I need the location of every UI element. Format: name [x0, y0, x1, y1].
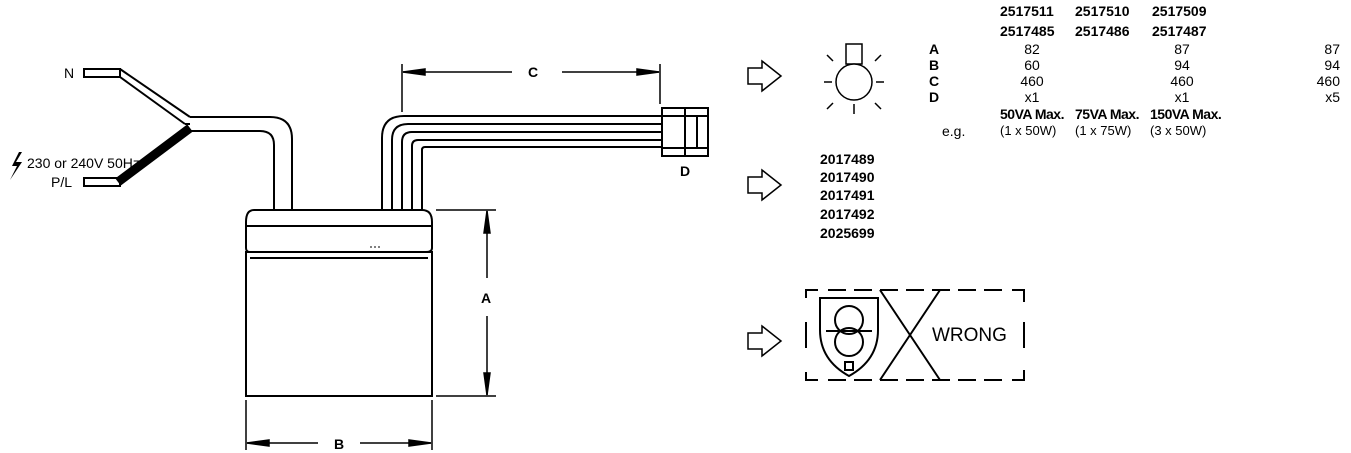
- arrow-icon: [747, 324, 783, 358]
- row-label-a: A: [929, 41, 940, 57]
- table-cell: x1: [1174, 89, 1190, 105]
- table-cell: 94: [1324, 57, 1340, 73]
- lightning-bolt-icon: [10, 152, 22, 180]
- rating-label: 50VA Max.: [1000, 106, 1064, 122]
- list-item: 2017491: [820, 187, 875, 203]
- model-code: 2517511: [1000, 3, 1054, 19]
- model-code: 2517509: [1152, 3, 1207, 19]
- row-label-c: C: [929, 73, 940, 89]
- rating-label: 150VA Max.: [1150, 106, 1222, 122]
- rating-label: 75VA Max.: [1075, 106, 1139, 122]
- table-cell: 60: [1024, 57, 1040, 73]
- supply-voltage-label: 230 or 240V 50Hz: [27, 155, 140, 171]
- arrow-icon: [747, 59, 783, 93]
- output-connector: [661, 107, 709, 157]
- list-item: 2017492: [820, 206, 875, 222]
- model-code: 2517486: [1075, 23, 1130, 39]
- table-cell: 87: [1174, 41, 1190, 57]
- warning-panel: [805, 289, 1025, 381]
- wrong-label: WRONG: [930, 325, 1009, 346]
- list-item: 2017490: [820, 169, 875, 185]
- lamp-icon: [824, 43, 884, 114]
- table-cell: 460: [1020, 73, 1044, 89]
- neutral-label: N: [64, 65, 75, 81]
- output-cable: [381, 115, 662, 210]
- table-cell: x1: [1024, 89, 1040, 105]
- model-code: 2517487: [1152, 23, 1207, 39]
- model-code: 2517510: [1075, 3, 1130, 19]
- list-item: 2025699: [820, 225, 875, 241]
- example-label: e.g.: [942, 123, 966, 139]
- pointer-arrows: [747, 59, 783, 358]
- table-cell: 460: [1170, 73, 1194, 89]
- transformer-symbol-icon: [819, 297, 879, 378]
- dimension-d-label: D: [680, 163, 691, 179]
- input-leads: [83, 68, 293, 210]
- dimension-lines: [245, 64, 661, 450]
- table-cell: 82: [1024, 41, 1040, 57]
- example-value: (1 x 75W): [1075, 123, 1132, 138]
- dimension-b-label: B: [334, 436, 345, 452]
- arrow-icon: [747, 168, 783, 202]
- list-item: 2017489: [820, 151, 875, 167]
- row-label-d: D: [929, 89, 940, 105]
- row-label-b: B: [929, 57, 940, 73]
- live-label: P/L: [51, 174, 73, 190]
- dimension-c-label: C: [528, 64, 539, 80]
- model-code: 2517485: [1000, 23, 1055, 39]
- table-cell: 94: [1174, 57, 1190, 73]
- dimension-a-label: A: [481, 290, 492, 306]
- table-cell: 87: [1324, 41, 1340, 57]
- table-cell: 460: [1316, 73, 1340, 89]
- transformer-body: [245, 209, 433, 397]
- table-cell: x5: [1325, 89, 1340, 105]
- example-value: (1 x 50W): [1000, 123, 1057, 138]
- example-value: (3 x 50W): [1150, 123, 1207, 138]
